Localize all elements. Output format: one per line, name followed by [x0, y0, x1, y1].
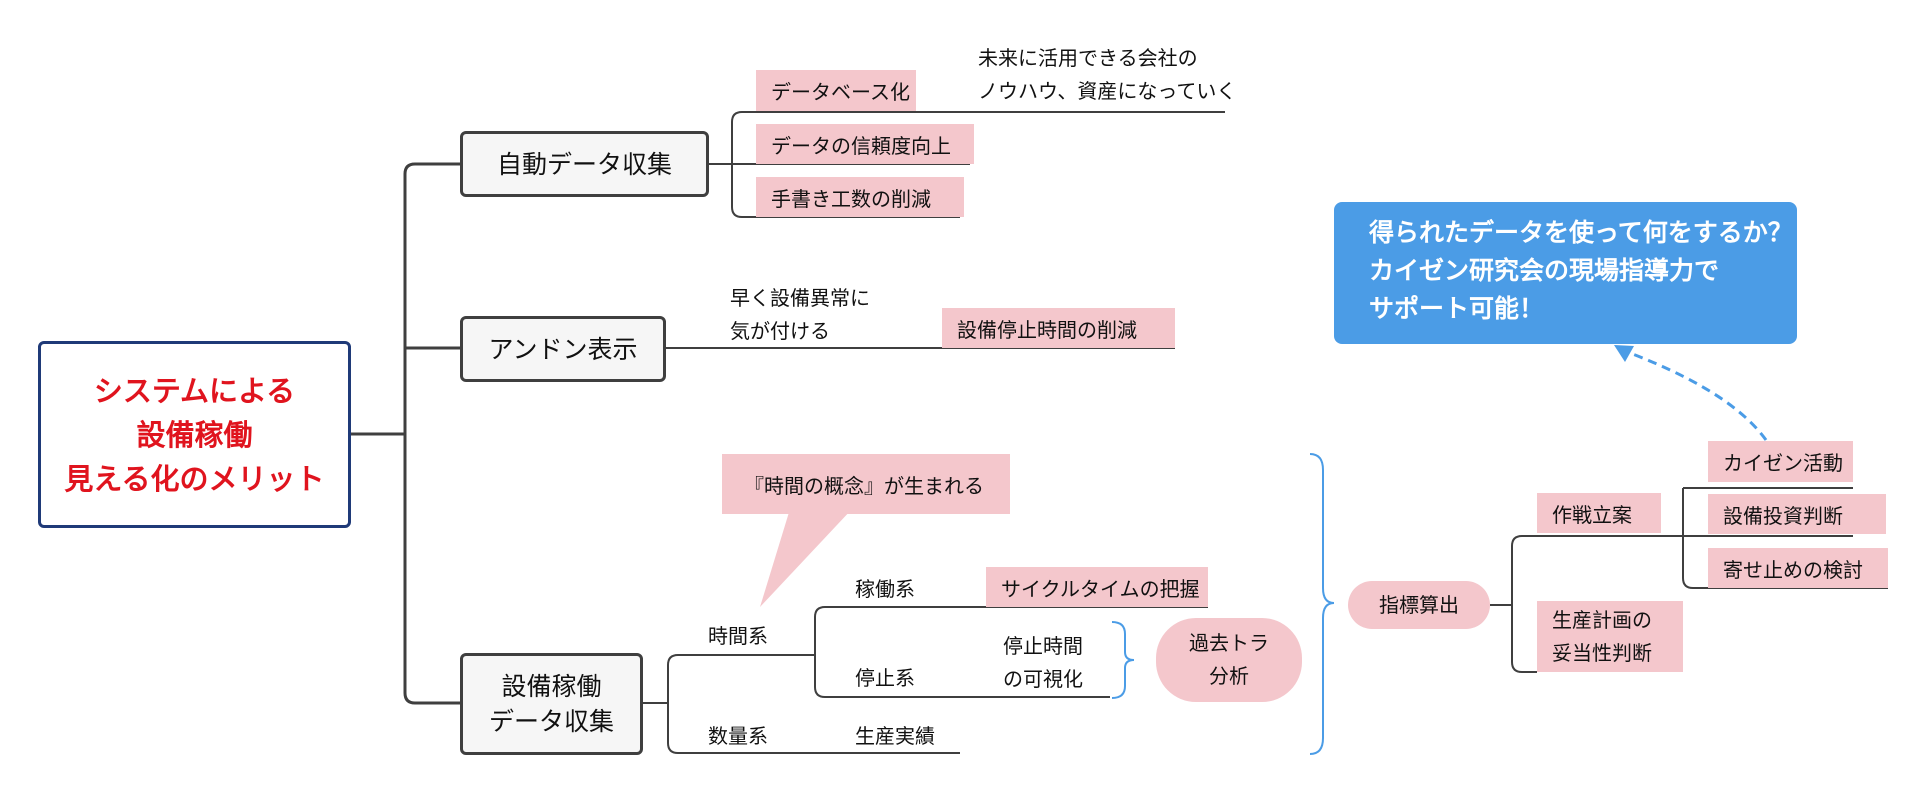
- item-reliability-label: データの信頼度向上: [771, 133, 951, 158]
- time-concept-label: 『時間の概念』が生まれる: [744, 473, 984, 498]
- branch-equipment-line-2: データ収集: [488, 707, 614, 736]
- label-quantity: 数量系: [708, 724, 768, 748]
- item-investment-label: 設備投資判断: [1723, 503, 1843, 528]
- past-analysis-pill: 過去トラ 分析: [1156, 618, 1302, 702]
- root-line-1: システムによる: [93, 373, 296, 408]
- plan-check-line-2: 妥当性判断: [1552, 640, 1652, 665]
- item-database: データベース化: [756, 70, 916, 111]
- early-detect-line-2: 気が付ける: [730, 319, 830, 343]
- item-consolidation: 寄せ止めの検討: [1708, 548, 1888, 588]
- future-note-line-1: 未来に活用できる会社の: [978, 46, 1198, 70]
- item-consolidation-label: 寄せ止めの検討: [1723, 557, 1863, 582]
- early-detect-note: 早く設備異常に 気が付ける: [730, 282, 870, 348]
- item-cycle-time-label: サイクルタイムの把握: [1001, 576, 1200, 601]
- label-production: 生産実績: [855, 724, 935, 748]
- future-note: 未来に活用できる会社の ノウハウ、資産になっていく: [978, 42, 1236, 108]
- support-callout-line-2: カイゼン研究会の現場指導力で: [1369, 256, 1720, 285]
- item-cycle-time: サイクルタイムの把握: [986, 567, 1208, 607]
- item-kaizen-label: カイゼン活動: [1723, 451, 1843, 475]
- branch-equipment: 設備稼働 データ収集: [460, 653, 643, 755]
- item-plan-check: 生産計画の 妥当性判断: [1537, 601, 1683, 672]
- time-concept-callout: 『時間の概念』が生まれる: [722, 454, 1010, 514]
- support-callout-line-3: サポート可能！: [1369, 294, 1545, 323]
- stop-visual-line-1: 停止時間: [1003, 634, 1083, 658]
- metrics-calc-pill: 指標算出: [1348, 581, 1490, 629]
- root-line-3: 見える化のメリット: [64, 461, 325, 496]
- item-kaizen: カイゼン活動: [1708, 441, 1853, 482]
- item-strategy-label: 作戦立案: [1552, 502, 1632, 527]
- branch-andon-label: アンドン表示: [488, 334, 638, 364]
- past-analysis-line-2: 分析: [1209, 664, 1249, 688]
- past-analysis-line-1: 過去トラ: [1189, 631, 1269, 655]
- label-operation: 稼働系: [855, 577, 915, 601]
- item-stop-reduce: 設備停止時間の削減: [942, 308, 1175, 348]
- branch-equipment-line-1: 設備稼働: [501, 672, 602, 701]
- branch-andon: アンドン表示: [460, 316, 666, 382]
- item-stop-reduce-label: 設備停止時間の削減: [957, 317, 1137, 342]
- support-callout: 得られたデータを使って何をするか？ カイゼン研究会の現場指導力で サポート可能！: [1334, 202, 1797, 344]
- label-stoppage: 停止系: [855, 666, 915, 690]
- stop-visual-note: 停止時間 の可視化: [1003, 630, 1083, 696]
- item-reliability: データの信頼度向上: [756, 124, 974, 164]
- early-detect-line-1: 早く設備異常に: [730, 286, 870, 310]
- support-callout-line-1: 得られたデータを使って何をするか？: [1369, 218, 1793, 247]
- label-time: 時間系: [708, 624, 768, 648]
- item-strategy: 作戦立案: [1537, 493, 1661, 533]
- metrics-calc-label: 指標算出: [1379, 592, 1459, 617]
- future-note-line-2: ノウハウ、資産になっていく: [978, 79, 1237, 103]
- root-line-2: 設備稼働: [136, 417, 253, 452]
- branch-auto-collect-label: 自動データ収集: [496, 149, 672, 179]
- item-handwriting: 手書き工数の削減: [756, 177, 964, 217]
- branch-auto-collect: 自動データ収集: [460, 131, 709, 197]
- item-investment: 設備投資判断: [1708, 494, 1886, 534]
- root-node: システムによる 設備稼働 見える化のメリット: [38, 341, 351, 528]
- item-handwriting-label: 手書き工数の削減: [771, 186, 931, 211]
- plan-check-line-1: 生産計画の: [1552, 607, 1652, 632]
- stop-visual-line-2: の可視化: [1003, 667, 1083, 691]
- item-database-label: データベース化: [771, 80, 910, 104]
